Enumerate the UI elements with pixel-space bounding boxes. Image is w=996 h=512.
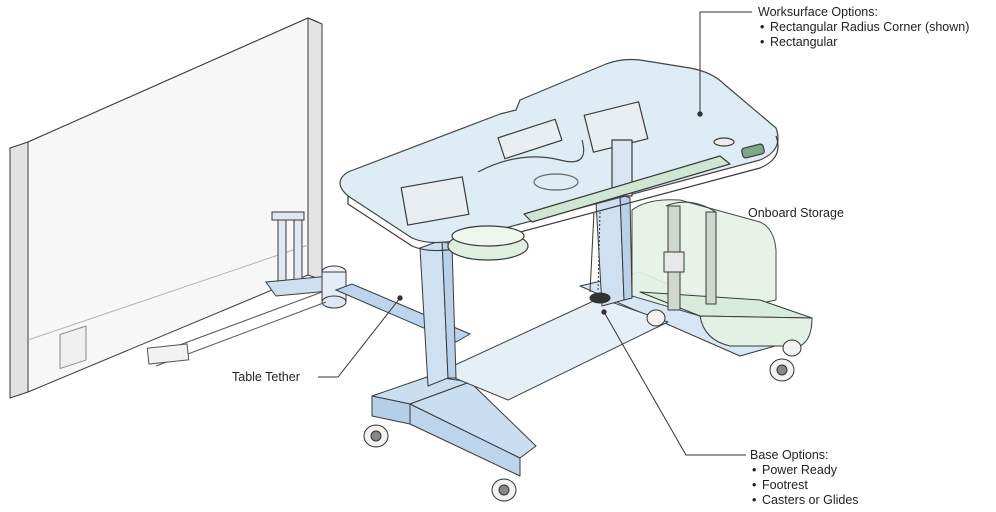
worksurface-callout: Worksurface Options: Rectangular Radius … — [758, 5, 969, 50]
worksurface — [339, 58, 779, 261]
base-option: Power Ready — [750, 463, 859, 478]
wall-panel — [9, 17, 323, 399]
storage-title: Onboard Storage — [748, 206, 844, 220]
base-option: Footrest — [750, 478, 859, 493]
leader-worksurface — [699, 11, 752, 114]
base-option: Casters or Glides — [750, 493, 859, 508]
leader-lines — [318, 11, 752, 456]
caster-wheel-icon — [363, 309, 802, 502]
storage-callout: Onboard Storage — [748, 206, 844, 221]
leader-tether — [318, 297, 401, 378]
floor-rail — [146, 291, 327, 367]
base-options-list: Power Ready Footrest Casters or Glides — [750, 463, 859, 508]
power-cord-icon — [589, 211, 611, 304]
worksurface-option: Rectangular Radius Corner (shown) — [758, 20, 969, 35]
worksurface-option: Rectangular — [758, 35, 969, 50]
worksurface-title: Worksurface Options: — [758, 5, 878, 19]
onboard-storage — [631, 199, 813, 347]
leader-base — [603, 311, 746, 456]
worksurface-options-list: Rectangular Radius Corner (shown) Rectan… — [758, 20, 969, 50]
tether-title: Table Tether — [232, 370, 300, 384]
tether-callout: Table Tether — [232, 370, 300, 385]
base-title: Base Options: — [750, 448, 829, 462]
base-callout: Base Options: Power Ready Footrest Caste… — [750, 448, 859, 508]
